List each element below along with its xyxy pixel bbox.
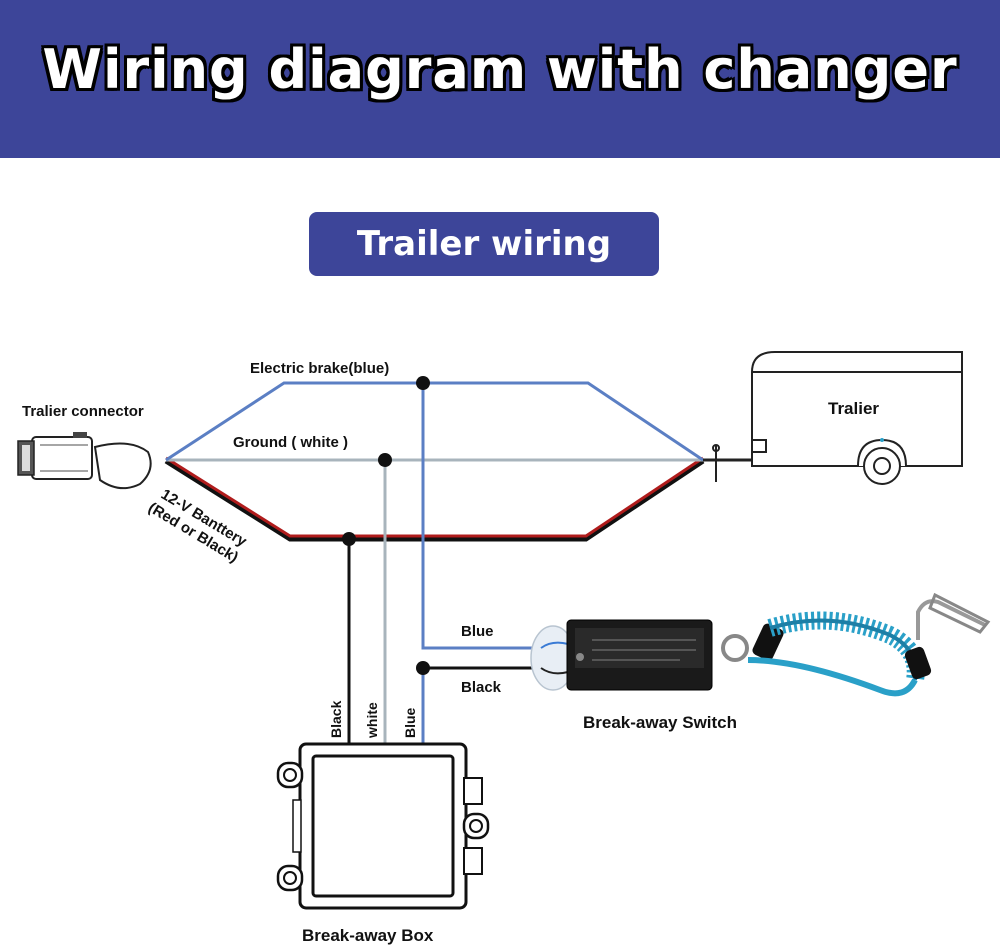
header-banner: Wiring diagram with changer — [0, 0, 1000, 158]
page-title: Wiring diagram with changer — [42, 38, 958, 101]
blue-drop-wire — [421, 383, 540, 650]
electric-brake-label: Electric brake(blue) — [250, 360, 389, 377]
battery-wire — [164, 456, 705, 542]
breakaway-box-icon — [276, 742, 490, 910]
trailer-connector-icon — [17, 432, 152, 490]
coiled-lanyard-icon — [721, 592, 991, 697]
breakaway-switch-label: Break-away Switch — [583, 713, 737, 732]
box-white-label: white — [364, 702, 380, 739]
box-black-label: Black — [328, 700, 344, 738]
junction-dot — [416, 376, 430, 390]
ground-label: Ground ( white ) — [233, 434, 348, 451]
section-badge: Trailer wiring — [309, 212, 659, 276]
breakaway-switch-icon — [530, 619, 713, 691]
electric-brake-wire — [165, 381, 704, 462]
switch-black-label: Black — [461, 679, 502, 696]
section-title: Trailer wiring — [356, 224, 612, 264]
junction-dot — [416, 661, 430, 675]
connector-label: Tralier connector — [22, 403, 144, 420]
trailer-icon — [703, 351, 963, 485]
trailer-label: Tralier — [828, 399, 879, 418]
junction-dot — [342, 532, 356, 546]
box-blue-label: Blue — [402, 707, 418, 738]
junction-dot — [378, 453, 392, 467]
breakaway-box-label: Break-away Box — [302, 926, 434, 945]
switch-blue-label: Blue — [461, 623, 494, 640]
